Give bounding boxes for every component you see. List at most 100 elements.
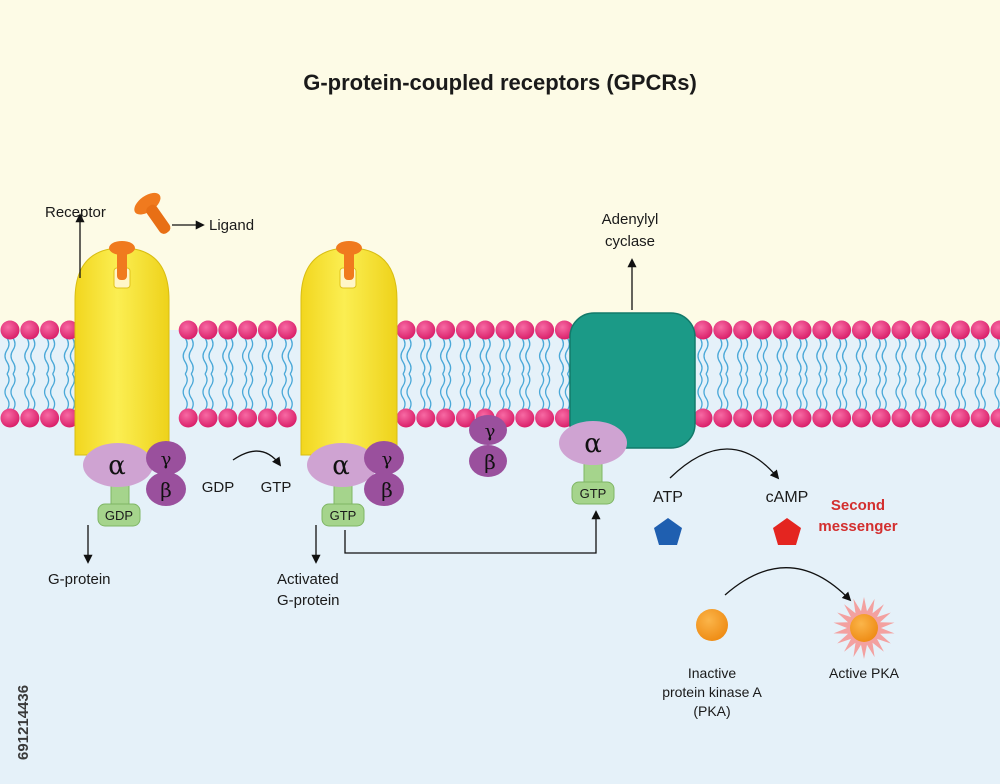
lipid-tail	[538, 337, 551, 375]
gdp-label: GDP	[105, 508, 133, 523]
alpha-subunit-3: α	[584, 429, 602, 459]
lipid-head	[198, 320, 218, 340]
lipid-tail	[24, 337, 36, 375]
lipid-tail	[420, 373, 432, 411]
lipid-tail	[954, 373, 967, 411]
lipid-tail	[281, 373, 293, 411]
lipid-tail	[400, 373, 412, 411]
lipid-tail	[63, 337, 76, 375]
pka-activation-arrow	[724, 567, 852, 602]
adenylyl-label-line2: cyclase	[605, 233, 655, 250]
lipid-tail	[697, 337, 709, 375]
second-messenger-line1: Second	[831, 497, 885, 514]
lipid-tail	[459, 373, 472, 411]
lipid-tail	[202, 373, 214, 411]
lipid-head	[792, 320, 812, 340]
lipid-tail	[915, 337, 927, 375]
inactive-pka-line1: Inactive	[688, 665, 736, 681]
lipid-tail	[954, 337, 967, 375]
g-protein-activated	[307, 441, 404, 527]
lipid-head	[970, 408, 990, 428]
lipid-tail	[895, 337, 907, 375]
lipid-tail	[974, 373, 986, 411]
beta-subunit-3: β	[484, 450, 496, 474]
activated-label-line1: Activated	[277, 571, 339, 588]
adenylyl-cyclase	[569, 312, 696, 449]
lipid-tail	[479, 337, 491, 375]
lipid-tail	[934, 337, 947, 375]
g-protein-inactive	[83, 441, 186, 527]
lipid-head	[59, 320, 79, 340]
lipid-head	[218, 408, 238, 428]
receptor-label: Receptor	[45, 204, 106, 221]
lipid-head	[416, 320, 436, 340]
lipid-tail	[736, 373, 749, 411]
lipid-tail	[222, 373, 234, 411]
lipid-heads	[0, 320, 1000, 428]
lipid-head	[792, 408, 812, 428]
lipid-head	[733, 320, 753, 340]
atp-to-camp-arrow	[669, 448, 780, 480]
lipid-tail	[261, 337, 274, 375]
ligand-label: Ligand	[209, 217, 254, 234]
lipid-head	[832, 408, 852, 428]
camp-pentagon	[773, 518, 801, 545]
alpha-gtp-complex	[559, 421, 627, 505]
lipid-head	[554, 320, 574, 340]
lipid-tail	[776, 373, 788, 411]
lipid-head	[436, 408, 456, 428]
lipid-tail	[420, 337, 432, 375]
lipid-head	[931, 408, 951, 428]
lipid-head	[238, 408, 258, 428]
lipid-tail	[439, 337, 452, 375]
activated-label-line2: G-protein	[277, 592, 340, 609]
adenylyl-label-line1: Adenylyl	[602, 211, 659, 228]
lipid-head	[20, 320, 40, 340]
lipid-head	[772, 408, 792, 428]
lipid-tail	[519, 337, 531, 375]
diagram-title: G-protein-coupled receptors (GPCRs)	[303, 70, 697, 95]
lipid-head	[851, 320, 871, 340]
lipid-tail	[43, 337, 56, 375]
lipid-head	[0, 320, 20, 340]
inactive-pka	[696, 609, 728, 641]
gtp-label-1: GTP	[330, 508, 357, 523]
lipid-head	[495, 320, 515, 340]
watermark-id: 691214436	[15, 685, 32, 760]
ligand-bound-1	[109, 241, 135, 280]
lipid-head	[218, 320, 238, 340]
lipid-head	[851, 408, 871, 428]
lipid-head	[891, 320, 911, 340]
lipid-head	[40, 408, 60, 428]
lipid-tail	[439, 373, 452, 411]
lipid-head	[871, 408, 891, 428]
active-pka-label: Active PKA	[829, 665, 900, 681]
lipid-head	[772, 320, 792, 340]
second-messenger-line2: messenger	[818, 518, 897, 535]
lipid-head	[713, 408, 733, 428]
beta-subunit-1: β	[160, 478, 172, 502]
gamma-subunit-3: γ	[485, 421, 496, 442]
lipid-head	[20, 408, 40, 428]
lipid-tail	[499, 337, 511, 375]
lipid-tail	[994, 337, 1000, 375]
lipid-tail	[43, 373, 56, 411]
gdp-exchange-label: GDP	[202, 479, 235, 496]
lipid-tail	[479, 373, 491, 411]
lipid-tail	[241, 373, 254, 411]
lipid-tail	[459, 337, 472, 375]
lipid-tail	[994, 373, 1000, 411]
lipid-head	[871, 320, 891, 340]
lipid-head	[752, 320, 772, 340]
lipid-head	[990, 320, 1000, 340]
lipid-head	[416, 408, 436, 428]
lipid-tail	[934, 373, 947, 411]
lipid-tails	[4, 337, 1000, 411]
gamma-subunit-1: γ	[161, 449, 172, 470]
lipid-tail	[855, 337, 868, 375]
lipid-head	[455, 408, 475, 428]
lipid-head	[832, 320, 852, 340]
lipid-tail	[855, 373, 868, 411]
inactive-pka-line3: (PKA)	[693, 703, 730, 719]
